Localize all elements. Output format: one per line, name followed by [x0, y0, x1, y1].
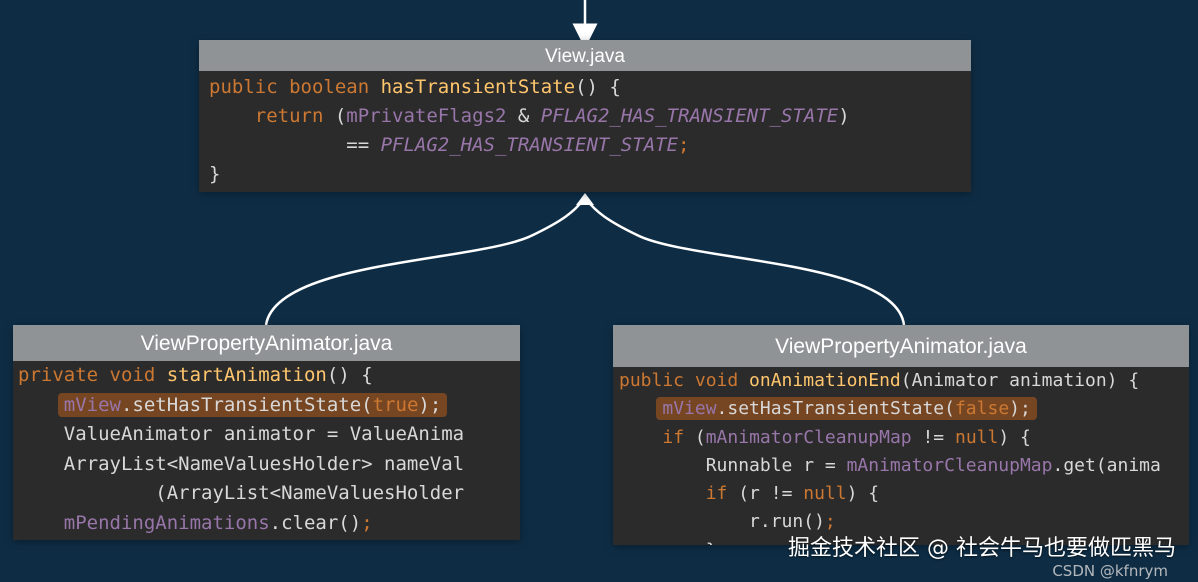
code-token: == — [209, 134, 381, 156]
code-token: } — [619, 540, 717, 545]
code-line: } — [619, 537, 1189, 545]
view-java-panel: View.java public boolean hasTransientSta… — [199, 40, 971, 192]
code-token: (Animator animation) { — [900, 370, 1140, 391]
code-token: } — [209, 163, 221, 185]
code-token: mView — [662, 398, 717, 420]
code-line: (ArrayList<NameValuesHolder — [18, 479, 520, 509]
code-token: ; — [824, 511, 836, 533]
code-token — [18, 512, 64, 534]
code-line: } — [209, 160, 971, 189]
view-java-title: View.java — [199, 40, 971, 71]
code-line: == PFLAG2_HAS_TRANSIENT_STATE; — [209, 131, 971, 160]
code-token: true — [372, 393, 419, 416]
code-token: .clear() — [269, 511, 362, 534]
merge-arrowhead-icon — [576, 193, 594, 205]
highlighted-call: mView.setHasTransientState(false); — [656, 397, 1037, 421]
code-line: if (mAnimatorCleanupMap != null) { — [619, 424, 1189, 452]
code-line: ValueAnimator animator = ValueAnima — [18, 420, 520, 450]
csdn-watermark: CSDN @kfnrym — [1052, 562, 1168, 580]
code-line: public void onAnimationEnd(Animator anim… — [619, 367, 1189, 395]
code-token: private void — [18, 364, 167, 386]
code-token: (r != — [738, 483, 804, 505]
code-token: return — [254, 105, 335, 127]
code-line: r.run(); — [619, 508, 1189, 536]
code-token — [619, 483, 706, 504]
code-token: if — [705, 483, 739, 505]
start-animation-panel: ViewPropertyAnimator.java private void s… — [13, 325, 520, 540]
code-token: onAnimationEnd — [749, 370, 901, 391]
code-token: & — [506, 105, 541, 127]
juejin-watermark: 掘金技术社区 @ 社会牛马也要做匹黑马 — [788, 536, 1176, 561]
code-token: PFLAG2_HAS_TRANSIENT_STATE — [540, 105, 839, 127]
code-token: ); — [1009, 398, 1031, 420]
code-token: ( — [694, 426, 706, 448]
code-token: mView — [63, 393, 121, 416]
code-token: null — [954, 426, 999, 448]
code-token: ( — [334, 105, 347, 127]
code-token: () { — [575, 76, 621, 98]
code-line: return (mPrivateFlags2 & PFLAG2_HAS_TRAN… — [209, 102, 971, 131]
start-animation-code: private void startAnimation() { mView.se… — [13, 361, 520, 538]
code-token: Runnable r = — [619, 454, 847, 476]
code-token — [209, 105, 255, 127]
code-token: public void — [619, 370, 750, 391]
code-token: mPendingAnimations — [63, 511, 270, 534]
code-token: startAnimation — [166, 364, 327, 386]
code-token: () { — [326, 364, 373, 386]
code-token — [619, 427, 662, 448]
code-token — [18, 394, 64, 416]
code-token: mAnimatorCleanupMap — [705, 426, 912, 448]
code-token: ; — [678, 134, 690, 156]
code-line: ArrayList<NameValuesHolder> nameVal — [18, 450, 520, 480]
code-token: ArrayList<NameValuesHolder> nameVal — [18, 452, 465, 475]
code-line: private void startAnimation() { — [18, 361, 520, 391]
code-token: hasTransientState — [380, 76, 576, 98]
code-line: Runnable r = mAnimatorCleanupMap.get(ani… — [619, 452, 1189, 480]
code-token: .get(anima — [1052, 454, 1161, 476]
code-token: (ArrayList<NameValuesHolder — [18, 482, 465, 504]
code-token: .setHasTransientState( — [716, 398, 955, 420]
code-token: .setHasTransientState( — [120, 393, 373, 416]
code-line: if (r != null) { — [619, 480, 1189, 508]
code-token: mPrivateFlags2 — [346, 105, 507, 127]
right-connector-curve — [585, 198, 906, 326]
code-token: false — [954, 398, 1010, 420]
left-connector-curve — [264, 198, 585, 326]
on-animation-end-code: public void onAnimationEnd(Animator anim… — [613, 367, 1189, 545]
code-token: mAnimatorCleanupMap — [846, 454, 1053, 476]
code-token: if — [662, 426, 695, 448]
code-token: ); — [418, 393, 442, 416]
code-line: mPendingAnimations.clear(); — [18, 509, 520, 539]
code-token: ValueAnimator animator = ValueAnima — [18, 423, 465, 445]
highlighted-call: mView.setHasTransientState(true); — [57, 392, 448, 417]
code-token: != — [911, 426, 955, 448]
on-animation-end-panel: ViewPropertyAnimator.java public void on… — [613, 325, 1189, 545]
code-token: public boolean — [209, 76, 381, 98]
code-line: mView.setHasTransientState(true); — [18, 391, 520, 421]
code-token: null — [803, 483, 847, 505]
code-token: PFLAG2_HAS_TRANSIENT_STATE — [380, 134, 679, 156]
code-token: r.run() — [619, 511, 825, 533]
code-token: ; — [361, 511, 373, 534]
code-line: public boolean hasTransientState() { — [209, 73, 971, 102]
on-animation-end-title: ViewPropertyAnimator.java — [613, 325, 1189, 367]
code-token: ) — [838, 105, 850, 127]
code-token: ) { — [846, 483, 880, 505]
view-java-code: public boolean hasTransientState() { ret… — [199, 71, 971, 189]
code-line: mView.setHasTransientState(false); — [619, 395, 1189, 423]
start-animation-title: ViewPropertyAnimator.java — [13, 325, 520, 361]
code-token: ) { — [998, 426, 1031, 448]
